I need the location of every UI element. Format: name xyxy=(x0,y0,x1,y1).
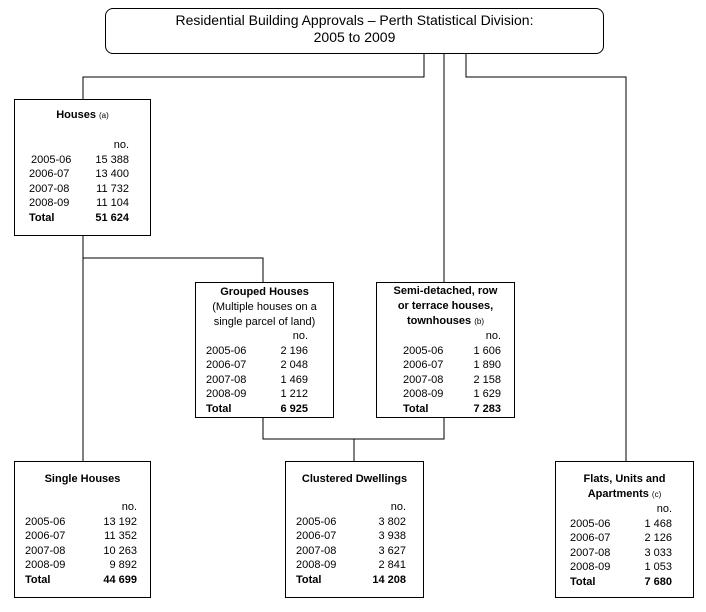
clustered-unit: no. xyxy=(390,501,406,513)
single-header: Single Houses xyxy=(15,472,150,487)
houses-title: Houses xyxy=(56,109,96,121)
semi-note: (b) xyxy=(474,317,484,326)
flats-units-box: Flats, Units and Apartments (c) no. 2005… xyxy=(555,461,694,598)
title-line-2: 2005 to 2009 xyxy=(313,29,396,45)
houses-header: Houses (a) xyxy=(15,108,150,123)
grouped-subtitle-1: (Multiple houses on a xyxy=(212,301,317,313)
semi-header: Semi-detached, row or terrace houses, to… xyxy=(377,284,514,329)
title-line-1: Residential Building Approvals – Perth S… xyxy=(175,12,534,28)
semi-title-3: townhouses xyxy=(406,315,472,327)
clustered-title: Clustered Dwellings xyxy=(301,473,408,485)
semi-detached-box: Semi-detached, row or terrace houses, to… xyxy=(376,282,515,418)
single-title: Single Houses xyxy=(44,473,121,485)
semi-title-2: or terrace houses, xyxy=(397,300,494,312)
grouped-subtitle-2: single parcel of land) xyxy=(213,316,316,328)
houses-unit: no. xyxy=(113,139,129,151)
connector-title-houses xyxy=(82,54,425,99)
flats-title-2: Apartments xyxy=(587,488,649,500)
connector-houses-grouped xyxy=(83,257,264,282)
flats-note: (c) xyxy=(651,490,662,499)
clustered-header: Clustered Dwellings xyxy=(286,472,423,487)
semi-unit: no. xyxy=(485,330,501,342)
grouped-title: Grouped Houses xyxy=(220,286,309,298)
connector-title-flats xyxy=(465,54,627,461)
diagram-title: Residential Building Approvals – Perth S… xyxy=(105,8,604,54)
grouped-houses-box: Grouped Houses (Multiple houses on a sin… xyxy=(195,282,334,418)
single-unit: no. xyxy=(121,501,137,513)
connector-merge xyxy=(262,417,445,440)
semi-title-1: Semi-detached, row xyxy=(393,285,498,297)
flats-header: Flats, Units and Apartments (c) xyxy=(556,472,693,502)
flats-title-1: Flats, Units and xyxy=(583,473,666,485)
houses-note: (a) xyxy=(99,111,109,120)
grouped-unit: no. xyxy=(292,330,308,342)
grouped-header: Grouped Houses (Multiple houses on a sin… xyxy=(196,285,333,330)
flats-unit: no. xyxy=(656,503,672,515)
